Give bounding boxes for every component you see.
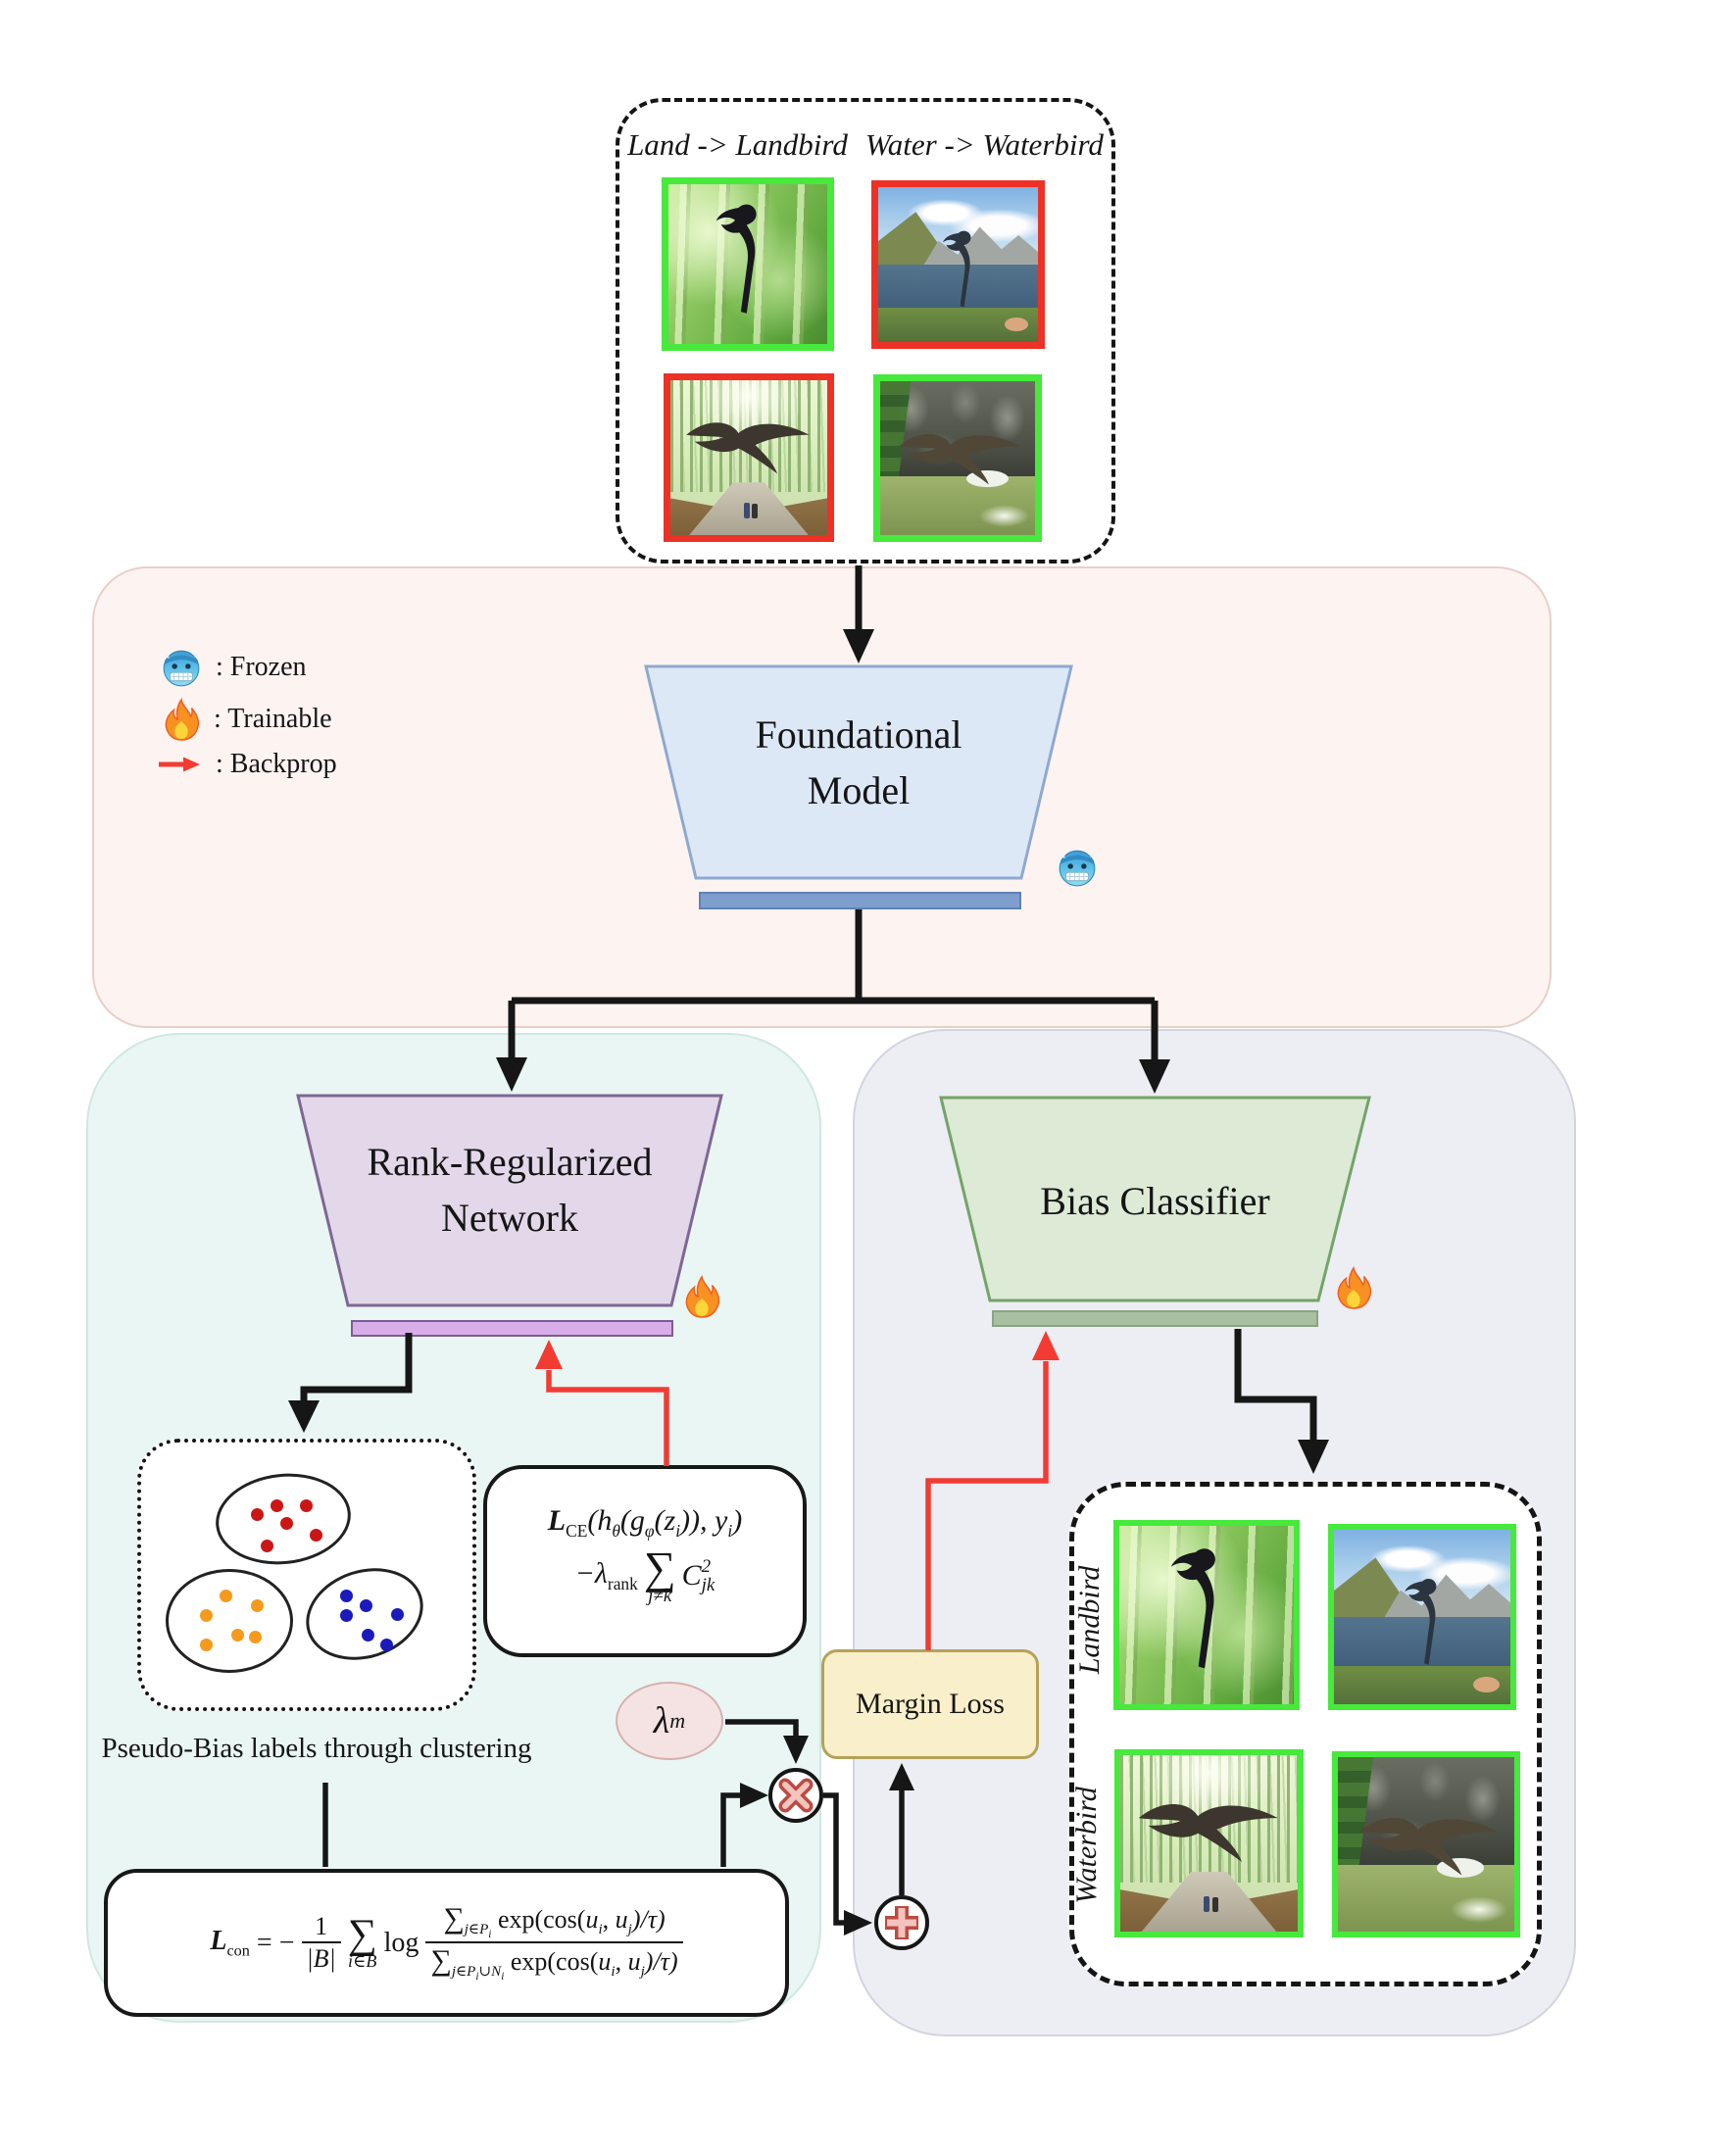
perched-bird-silhouette — [715, 204, 757, 314]
cluster-dot — [231, 1629, 244, 1642]
wire-lambda-to-multiply — [725, 1719, 799, 1739]
caption-land-landbird: Land -> Landbird — [627, 127, 848, 162]
lcon-loss-box: Lcon = − 1|B| ∑i∈B log ∑j∈Pi exp(cos(ui,… — [104, 1869, 789, 2017]
black-wire-arrowheads — [740, 1736, 914, 1936]
rank-network-trapezoid — [296, 1094, 723, 1307]
flying-bird-silhouette — [686, 422, 810, 474]
foundational-model-trapezoid — [644, 664, 1073, 880]
water-gleam — [1451, 1896, 1507, 1924]
black-flow-lines — [300, 565, 1317, 1441]
water-gleam — [979, 504, 1029, 528]
cluster-dot — [300, 1499, 313, 1512]
photo-waterbird-bamboo-path-result — [1114, 1749, 1304, 1937]
backprop-lce-to-rank — [546, 1370, 669, 1466]
lcon-formula: Lcon = − 1|B| ∑i∈B log ∑j∈Pi exp(cos(ui,… — [108, 1873, 785, 2013]
cluster-dot — [340, 1590, 353, 1602]
cluster-dot — [360, 1599, 372, 1612]
pedestrian — [744, 502, 751, 518]
photo-waterbird-on-water — [873, 374, 1042, 542]
cluster-caption: Pseudo-Bias labels through clustering — [101, 1733, 532, 1764]
trainable-icon — [165, 698, 200, 741]
legend-trainable-label: : Trainable — [214, 704, 332, 734]
legend-row-backprop: : Backprop — [157, 749, 337, 780]
foundational-embedding-bar — [699, 892, 1021, 909]
red-backprop-lines — [546, 1361, 1049, 1650]
foundational-model-label: Foundational Model — [755, 712, 962, 812]
cluster-ellipse-orange — [166, 1569, 293, 1673]
pedestrian — [752, 503, 759, 518]
photo-waterbird-rocky-pond-result — [1332, 1751, 1520, 1937]
pedestrian — [1212, 1897, 1219, 1913]
cluster-dot — [200, 1639, 213, 1651]
black-wire-lines — [322, 1719, 905, 1926]
pedestrian — [1204, 1896, 1210, 1913]
flying-bird-silhouette — [1358, 1817, 1499, 1876]
bias-predictions-box: Landbird Waterbird — [1069, 1482, 1542, 1986]
flying-bird-silhouette — [1138, 1803, 1278, 1862]
add-node — [874, 1895, 929, 1950]
person — [1004, 317, 1029, 331]
clusters-box — [137, 1439, 476, 1711]
legend-row-frozen: : Frozen — [161, 647, 307, 688]
lake-water — [878, 265, 1038, 315]
lake-water — [1334, 1617, 1510, 1673]
cluster-dot — [310, 1529, 322, 1542]
cluster-dot — [200, 1609, 213, 1622]
wire-lcon-to-multiply — [720, 1792, 743, 1867]
cluster-dot — [251, 1508, 264, 1521]
arrow-bias-to-results — [1234, 1329, 1317, 1441]
input-samples-box: Land -> Landbird Water -> Waterbird — [616, 98, 1115, 564]
cluster-dot — [362, 1629, 374, 1642]
cluster-dot — [249, 1631, 262, 1643]
legend-backprop-label: : Backprop — [216, 749, 337, 779]
cluster-dot — [280, 1517, 293, 1530]
photo-landbird-on-water — [871, 180, 1045, 349]
rank-network-label: Rank-Regularized Network — [367, 1140, 653, 1240]
cluster-dot — [380, 1639, 393, 1651]
cluster-dot — [271, 1499, 283, 1512]
cluster-dot — [261, 1540, 273, 1552]
bias-classifier-label: Bias Classifier — [1040, 1179, 1270, 1223]
perched-bird-silhouette — [1171, 1548, 1216, 1669]
photo-landbird-lake-result — [1328, 1524, 1516, 1710]
perched-bird-silhouette — [942, 230, 971, 308]
photo-waterbird-on-land — [664, 373, 834, 542]
perched-bird-silhouette — [1405, 1579, 1437, 1665]
trainable-icon — [685, 1275, 720, 1318]
backprop-margin-to-bias — [925, 1361, 1049, 1650]
backprop-arrow-icon — [159, 757, 200, 772]
legend-frozen-label: : Frozen — [216, 652, 307, 682]
arrow-foundational-branch — [508, 909, 1159, 1060]
caption-water-waterbird: Water -> Waterbird — [864, 127, 1104, 162]
black-arrowheads — [288, 629, 1329, 1474]
trainable-icon — [1337, 1266, 1372, 1309]
rank-network-output-bar — [351, 1320, 673, 1337]
bias-classifier-output-bar — [992, 1310, 1318, 1327]
photo-landbird-on-land — [662, 177, 834, 351]
lce-formula-line1: LCE(hθ(gφ(zi)), yi) — [547, 1504, 743, 1541]
person — [1473, 1676, 1501, 1692]
cluster-dot — [391, 1608, 404, 1621]
legend-row-trainable: : Trainable — [163, 698, 332, 741]
frozen-icon — [1059, 850, 1096, 887]
photo-landbird-bamboo-result — [1113, 1520, 1300, 1710]
multiply-node — [768, 1768, 823, 1823]
flying-bird-silhouette — [899, 434, 1021, 485]
red-arrowheads — [535, 1331, 1060, 1369]
cluster-dot — [220, 1590, 232, 1602]
cluster-dot — [340, 1609, 353, 1622]
frozen-icon — [163, 650, 200, 687]
margin-loss-box: Margin Loss — [821, 1649, 1039, 1759]
cluster-dot — [251, 1599, 264, 1612]
bias-classifier-trapezoid — [939, 1096, 1371, 1302]
wire-multiply-to-add — [823, 1792, 845, 1926]
arrow-rank-to-clusters — [300, 1333, 413, 1401]
